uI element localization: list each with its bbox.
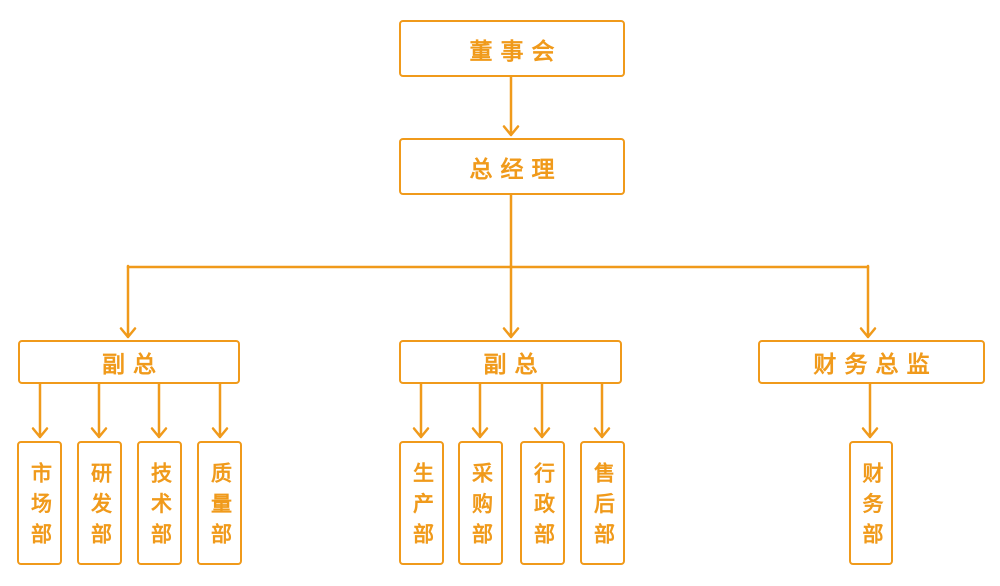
node-vice-president-1: 副总 [18,340,240,384]
connector-manager-to-branches [119,193,877,339]
node-dept-production: 生产部 [399,441,444,565]
node-vice-president-2: 副总 [399,340,622,384]
node-dept-rnd: 研发部 [77,441,122,565]
node-board-of-directors: 董事会 [399,20,625,77]
connector-vp1-to-departments [31,382,229,439]
node-dept-technology: 技术部 [137,441,182,565]
connector-vp2-to-departments [412,382,611,439]
node-finance-director: 财务总监 [758,340,985,384]
node-dept-admin: 行政部 [520,441,565,565]
connector-cfo-to-finance [861,381,879,439]
connector-board-to-manager [502,75,520,137]
node-dept-finance: 财务部 [849,441,893,565]
node-general-manager: 总经理 [399,138,625,195]
node-dept-quality: 质量部 [197,441,242,565]
node-dept-marketing: 市场部 [17,441,62,565]
node-dept-aftersales: 售后部 [580,441,625,565]
node-dept-procurement: 采购部 [458,441,503,565]
